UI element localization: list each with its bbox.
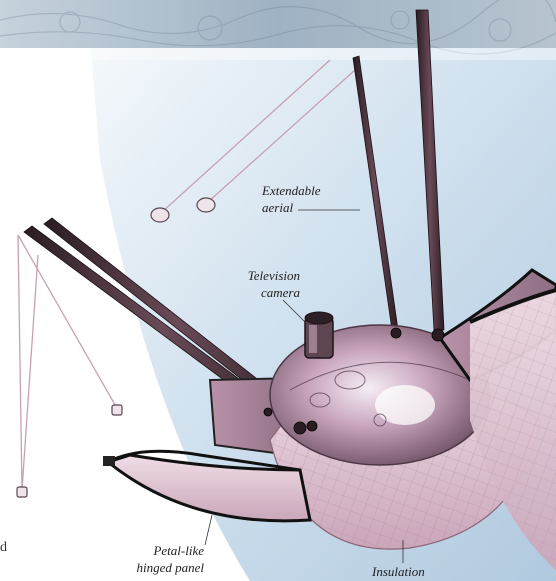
television-camera: [305, 312, 333, 358]
label-extendable-aerial: Extendable aerial: [262, 182, 320, 216]
label-television-camera: Television camera: [230, 267, 300, 301]
label-insulation: Insulation: [372, 563, 425, 580]
label-petal-hinged-panel: Petal-like hinged panel: [132, 542, 204, 576]
cropped-body-text: d: [0, 540, 7, 556]
